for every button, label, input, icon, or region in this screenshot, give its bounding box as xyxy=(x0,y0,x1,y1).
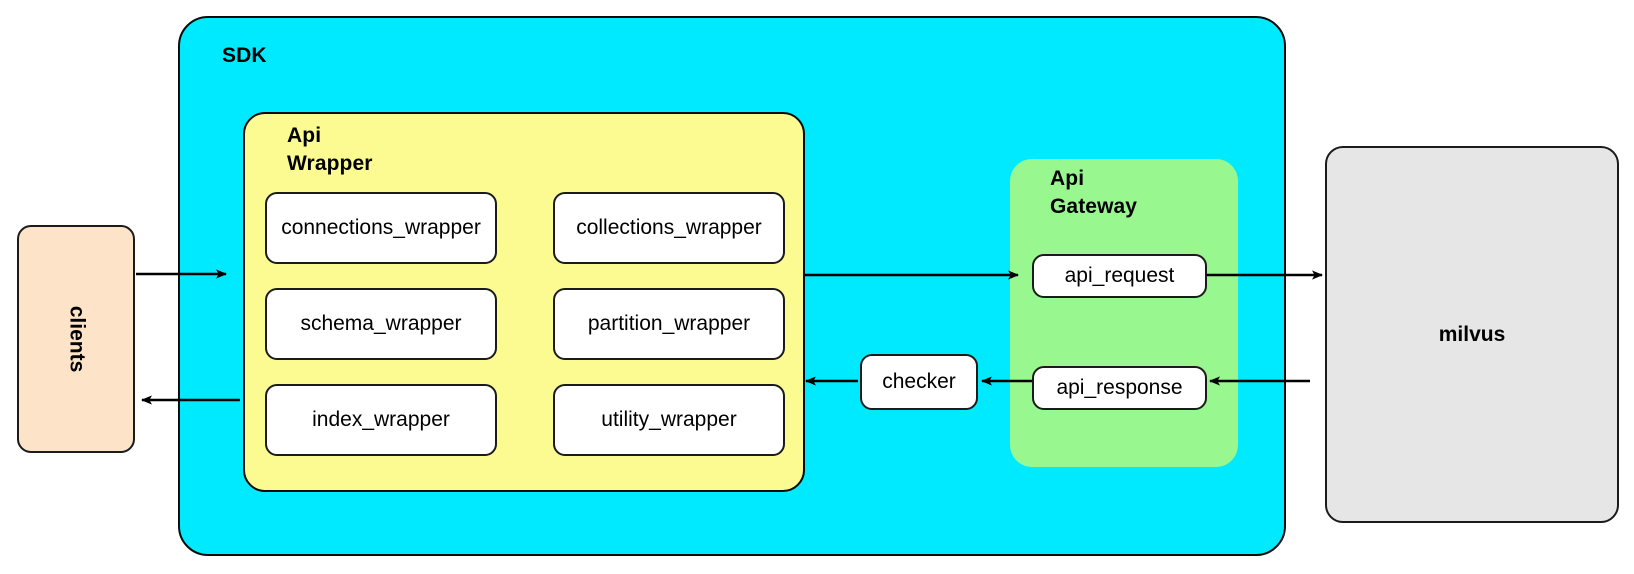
node-index-wrapper[interactable]: index_wrapper xyxy=(265,384,497,456)
container-api-gateway-label: Api Gateway xyxy=(1050,167,1138,218)
node-schema-wrapper[interactable]: schema_wrapper xyxy=(265,288,497,360)
node-clients[interactable]: clients xyxy=(17,225,135,453)
node-collections-wrapper[interactable]: collections_wrapper xyxy=(553,192,785,264)
node-connections-wrapper[interactable]: connections_wrapper xyxy=(265,192,497,264)
container-sdk-label: SDK xyxy=(222,44,267,67)
node-api-response[interactable]: api_response xyxy=(1032,366,1207,410)
node-utility-wrapper[interactable]: utility_wrapper xyxy=(553,384,785,456)
container-api-wrapper-label: Api Wrapper xyxy=(287,124,373,175)
node-api-request[interactable]: api_request xyxy=(1032,254,1207,298)
node-clients-label: clients xyxy=(65,305,88,373)
container-api-gateway: Api Gateway xyxy=(1010,159,1238,467)
node-checker[interactable]: checker xyxy=(860,354,978,410)
node-milvus[interactable]: milvus xyxy=(1325,146,1619,523)
node-partition-wrapper[interactable]: partition_wrapper xyxy=(553,288,785,360)
